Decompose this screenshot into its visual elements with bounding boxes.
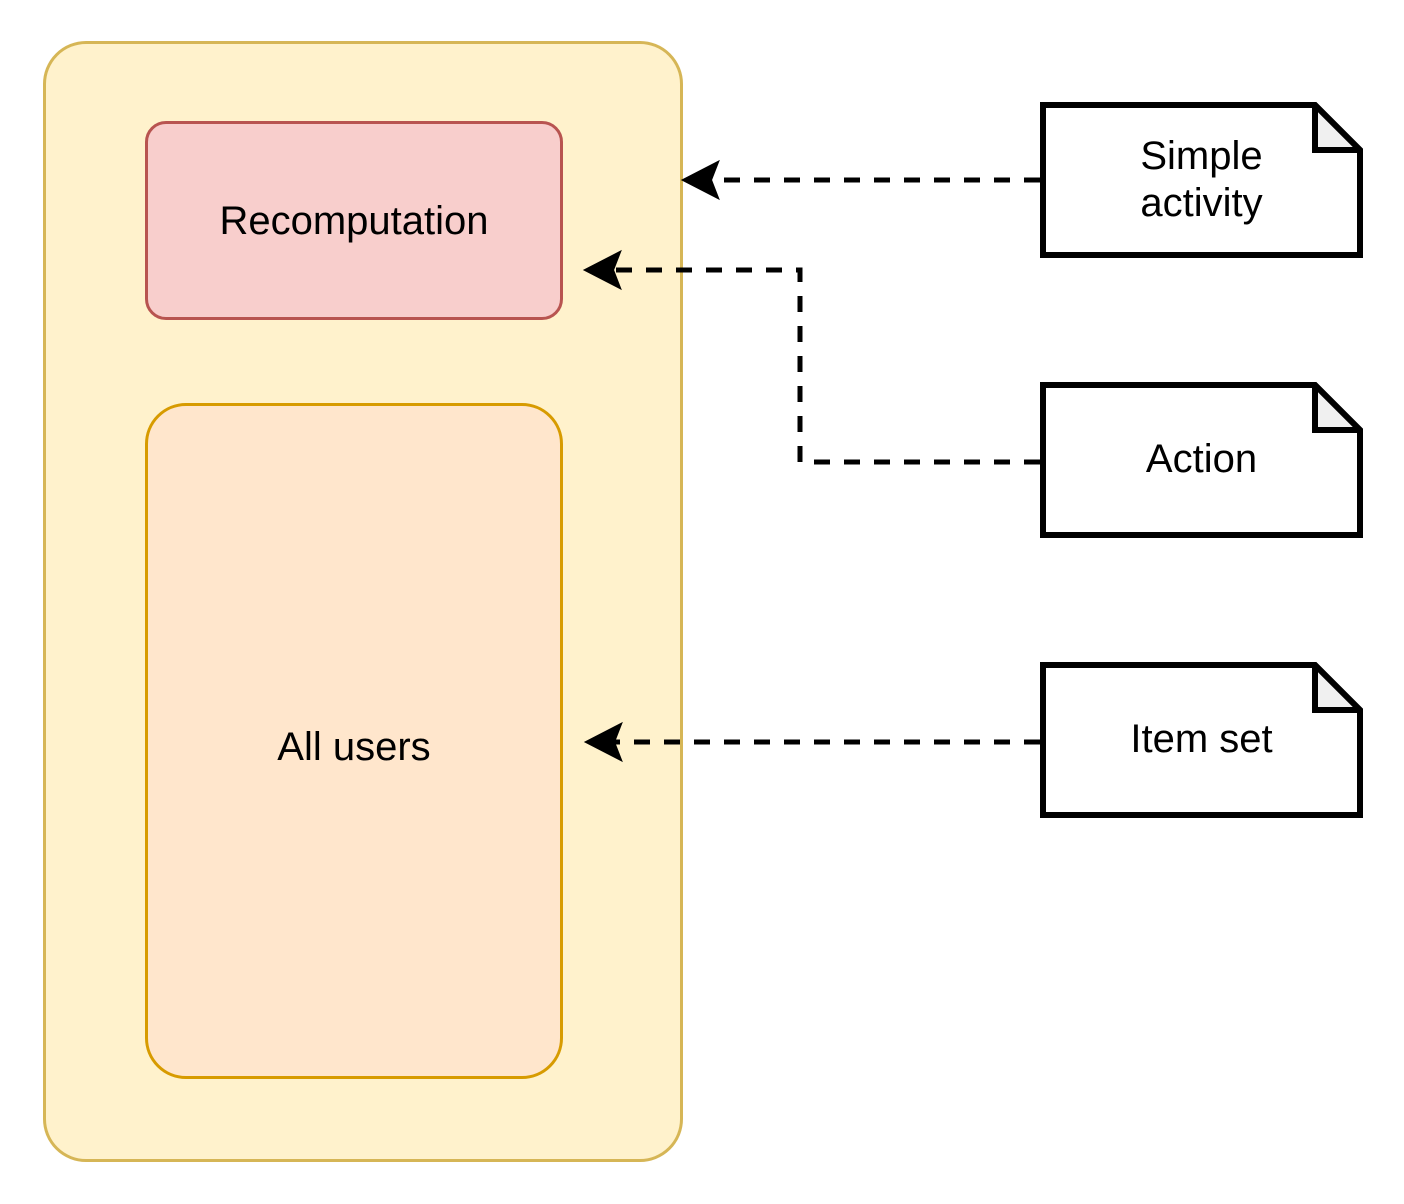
edge-simple-activity-to-outer[interactable] bbox=[680, 159, 1040, 201]
note-shape-icon bbox=[1040, 102, 1363, 258]
all-users-node[interactable]: All users bbox=[145, 403, 563, 1079]
arrowhead-icon bbox=[680, 159, 720, 201]
note-action[interactable]: Action bbox=[1040, 382, 1363, 538]
note-shape-icon bbox=[1040, 382, 1363, 538]
note-simple-activity-label: Simple activity bbox=[1140, 133, 1263, 225]
recomputation-node[interactable]: Recomputation bbox=[145, 121, 563, 320]
note-item-set-label: Item set bbox=[1130, 717, 1273, 762]
recomputation-node-label: Recomputation bbox=[219, 198, 489, 243]
note-action-label: Action bbox=[1145, 437, 1258, 482]
note-simple-activity[interactable]: Simple activity bbox=[1040, 102, 1363, 258]
note-shape-icon bbox=[1040, 662, 1363, 818]
all-users-node-label: All users bbox=[277, 725, 431, 769]
note-item-set[interactable]: Item set bbox=[1040, 662, 1363, 818]
